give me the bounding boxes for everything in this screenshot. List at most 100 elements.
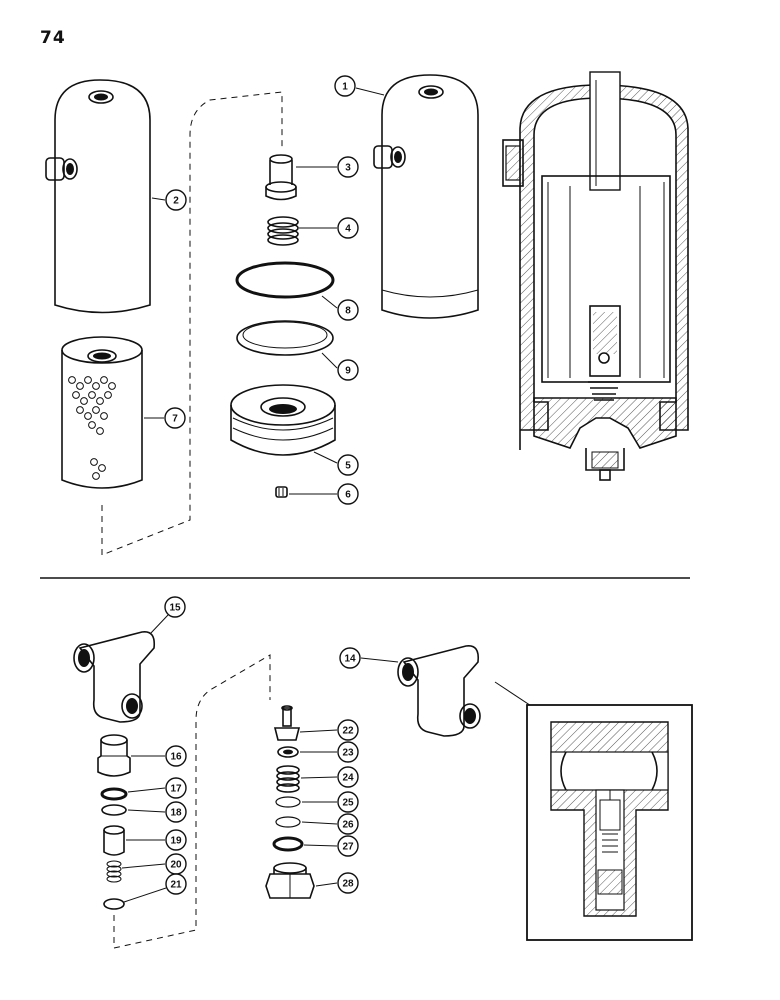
o-ring-21	[103, 898, 125, 910]
callout-number: 25	[342, 798, 354, 809]
callout-circle	[164, 596, 186, 618]
callout-number: 7	[172, 414, 178, 425]
assembly-line-top	[101, 91, 283, 556]
hex-plug	[265, 862, 315, 899]
callout-leader	[355, 87, 385, 96]
callout-leader	[123, 887, 167, 903]
tee-fitting-right	[397, 645, 481, 737]
callout-number: 3	[345, 163, 351, 174]
shim-26	[275, 816, 301, 828]
filter-base	[230, 384, 336, 456]
callout-22: 22	[299, 719, 359, 741]
callout-leader	[315, 882, 338, 887]
callout-1: 1	[334, 75, 385, 97]
callout-3: 3	[296, 156, 359, 178]
callout-leader	[300, 776, 338, 779]
callout-number: 26	[342, 820, 354, 831]
callout-number: 5	[345, 461, 351, 472]
callout-leader	[127, 787, 166, 793]
callout-circle	[337, 359, 359, 381]
callout-19: 19	[126, 829, 187, 851]
callout-14: 14	[339, 647, 399, 669]
callout-number: 4	[345, 224, 351, 235]
callout-circle	[165, 801, 187, 823]
filter-cross-section	[502, 71, 689, 481]
plunger	[103, 825, 125, 856]
callout-number: 6	[345, 490, 351, 501]
callout-7: 7	[144, 407, 186, 429]
callout-5: 5	[313, 451, 359, 476]
shim-25	[275, 796, 301, 808]
callout-number: 22	[342, 726, 354, 737]
callout-circle	[337, 766, 359, 788]
callout-number: 1	[342, 82, 348, 93]
drain-plug	[275, 486, 288, 498]
valve-body	[97, 734, 131, 777]
filter-element	[61, 336, 143, 489]
callout-circle	[165, 873, 187, 895]
callout-6: 6	[289, 483, 359, 505]
callout-leader	[151, 197, 166, 201]
callout-27: 27	[303, 835, 359, 857]
callout-circle	[337, 483, 359, 505]
callout-circle	[165, 777, 187, 799]
callout-leader	[121, 863, 166, 869]
callout-8: 8	[321, 295, 359, 321]
callout-circle	[337, 299, 359, 321]
callout-circle	[337, 835, 359, 857]
callout-28: 28	[315, 872, 359, 894]
callout-number: 8	[345, 306, 351, 317]
callout-leader	[149, 614, 169, 635]
tee-fitting-left	[73, 631, 156, 723]
callout-26: 26	[301, 813, 359, 835]
callout-leader	[360, 657, 399, 663]
housing-left	[45, 79, 151, 314]
callout-number: 16	[170, 752, 182, 763]
callout-circle	[337, 217, 359, 239]
callout-number: 2	[173, 196, 179, 207]
callout-2: 2	[151, 189, 187, 211]
tee-cross-section-inset	[526, 704, 693, 941]
callout-23: 23	[300, 741, 359, 763]
callout-18: 18	[127, 801, 187, 823]
callout-number: 15	[169, 603, 181, 614]
callout-20: 20	[121, 853, 187, 875]
callout-circle	[165, 829, 187, 851]
callout-4: 4	[299, 217, 359, 239]
o-ring-27	[272, 836, 304, 852]
callout-circle	[337, 813, 359, 835]
callout-number: 21	[170, 880, 182, 891]
callout-24: 24	[300, 766, 359, 788]
callout-circle	[337, 741, 359, 763]
callout-leader	[321, 295, 338, 309]
spring	[267, 216, 299, 246]
page-number: 74	[40, 28, 66, 48]
callout-number: 19	[170, 836, 182, 847]
o-ring-large	[235, 261, 335, 299]
callout-circle	[337, 454, 359, 476]
callout-number: 27	[342, 842, 354, 853]
gasket	[236, 320, 334, 356]
callout-16: 16	[131, 745, 187, 767]
callout-circle	[334, 75, 356, 97]
callout-9: 9	[321, 352, 359, 381]
callout-circle	[339, 647, 361, 669]
callout-leader	[303, 844, 338, 847]
pin-valve	[273, 705, 301, 741]
callout-number: 28	[342, 879, 354, 890]
callout-circle	[165, 189, 187, 211]
callout-number: 14	[344, 654, 356, 665]
callout-circle	[165, 745, 187, 767]
callout-leader	[299, 729, 338, 733]
callout-leader	[127, 809, 166, 813]
callout-number: 24	[342, 773, 354, 784]
valve-spring	[276, 765, 300, 793]
callout-17: 17	[127, 777, 187, 799]
callout-25: 25	[302, 791, 359, 813]
callout-number: 17	[170, 784, 182, 795]
washer-18	[101, 804, 127, 816]
small-spring	[106, 860, 122, 883]
callout-21: 21	[123, 873, 187, 903]
